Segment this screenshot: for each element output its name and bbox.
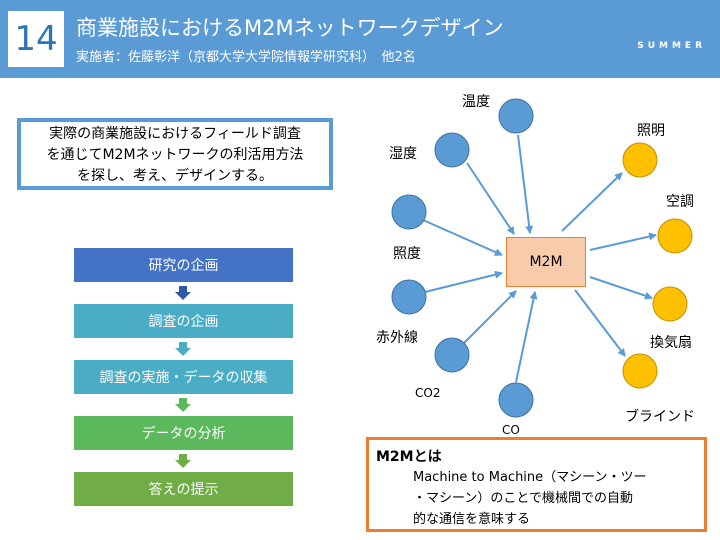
process-step-2: 調査の企画 bbox=[74, 304, 293, 338]
edge-co2 bbox=[463, 290, 517, 344]
m2m-definition-box: M2Mとは Machine to Machine（マシーン・ツー ・マシーン）の… bbox=[366, 437, 707, 532]
definition-title: M2Mとは bbox=[376, 449, 442, 465]
label-humidity: 湿度 bbox=[389, 146, 417, 162]
label-co: CO bbox=[502, 423, 520, 437]
edge-humidity bbox=[466, 162, 515, 235]
header-bar: 14 商業施設におけるM2Mネットワークデザイン 実施者：佐藤彰洋（京都大学大学… bbox=[0, 0, 720, 177]
actuator-node-blind bbox=[622, 353, 658, 389]
label-aircon: 空調 bbox=[666, 194, 694, 210]
school-line-2: DESIGN bbox=[643, 83, 706, 93]
school-line-1: SUMMER bbox=[637, 41, 706, 51]
sensor-node-co2 bbox=[434, 337, 470, 373]
actuator-node-fan bbox=[652, 286, 688, 322]
process-step-5: 答えの提示 bbox=[74, 472, 293, 506]
sensor-node-temperature bbox=[498, 98, 534, 134]
label-blind: ブラインド bbox=[625, 409, 695, 425]
definition-line-3: 的な通信を意味する bbox=[413, 512, 531, 527]
label-fan: 換気扇 bbox=[650, 335, 692, 351]
sensor-node-infrared bbox=[391, 279, 427, 315]
label-illuminance: 照度 bbox=[393, 246, 421, 262]
definition-body: Machine to Machine（マシーン・ツー ・マシーン）のことで機械間… bbox=[413, 467, 701, 530]
page-subtitle: 実施者：佐藤彰洋（京都大学大学院情報学研究科） 他2名 bbox=[76, 50, 416, 65]
label-lighting: 照明 bbox=[637, 123, 665, 139]
edge-blind bbox=[574, 289, 626, 357]
sensor-node-humidity bbox=[434, 132, 470, 168]
purpose-line-2: を通じてM2Mネットワークの利活用方法 bbox=[46, 147, 304, 163]
down-arrow-icon bbox=[175, 454, 191, 468]
down-arrow-icon bbox=[175, 398, 191, 412]
edge-fan bbox=[589, 276, 653, 300]
purpose-line-3: を探し、考え、デザインする。 bbox=[77, 168, 273, 184]
edge-infrared bbox=[424, 270, 503, 293]
page-title: 商業施設におけるM2Mネットワークデザイン bbox=[76, 16, 504, 40]
edge-aircon bbox=[589, 232, 657, 251]
actuator-node-lighting bbox=[622, 142, 658, 178]
school-line-3: SCHOOL bbox=[640, 125, 706, 135]
process-step-3: 調査の実施・データの収集 bbox=[74, 360, 293, 394]
actuator-node-aircon bbox=[657, 218, 693, 254]
definition-line-1: Machine to Machine（マシーン・ツー bbox=[413, 470, 647, 485]
label-temperature: 温度 bbox=[462, 94, 490, 110]
down-arrow-icon bbox=[175, 286, 191, 300]
m2m-center-node: M2M bbox=[506, 237, 586, 287]
sensor-node-illuminance bbox=[391, 194, 427, 230]
edge-temperature bbox=[517, 134, 534, 234]
edge-illuminance bbox=[422, 219, 503, 256]
sensor-node-co bbox=[498, 382, 534, 418]
purpose-line-1: 実際の商業施設におけるフィールド調査 bbox=[49, 126, 301, 142]
process-step-4: データの分析 bbox=[74, 416, 293, 450]
label-co2: CO2 bbox=[415, 386, 441, 400]
label-infrared: 赤外線 bbox=[376, 330, 418, 346]
down-arrow-icon bbox=[175, 342, 191, 356]
edge-lighting bbox=[561, 172, 623, 232]
definition-line-2: ・マシーン）のことで機械間での自動 bbox=[413, 491, 633, 506]
edge-co bbox=[515, 291, 538, 383]
process-step-1: 研究の企画 bbox=[74, 248, 293, 282]
project-number: 14 bbox=[8, 11, 64, 67]
purpose-box: 実際の商業施設におけるフィールド調査 を通じてM2Mネットワークの利活用方法 を… bbox=[17, 118, 333, 190]
